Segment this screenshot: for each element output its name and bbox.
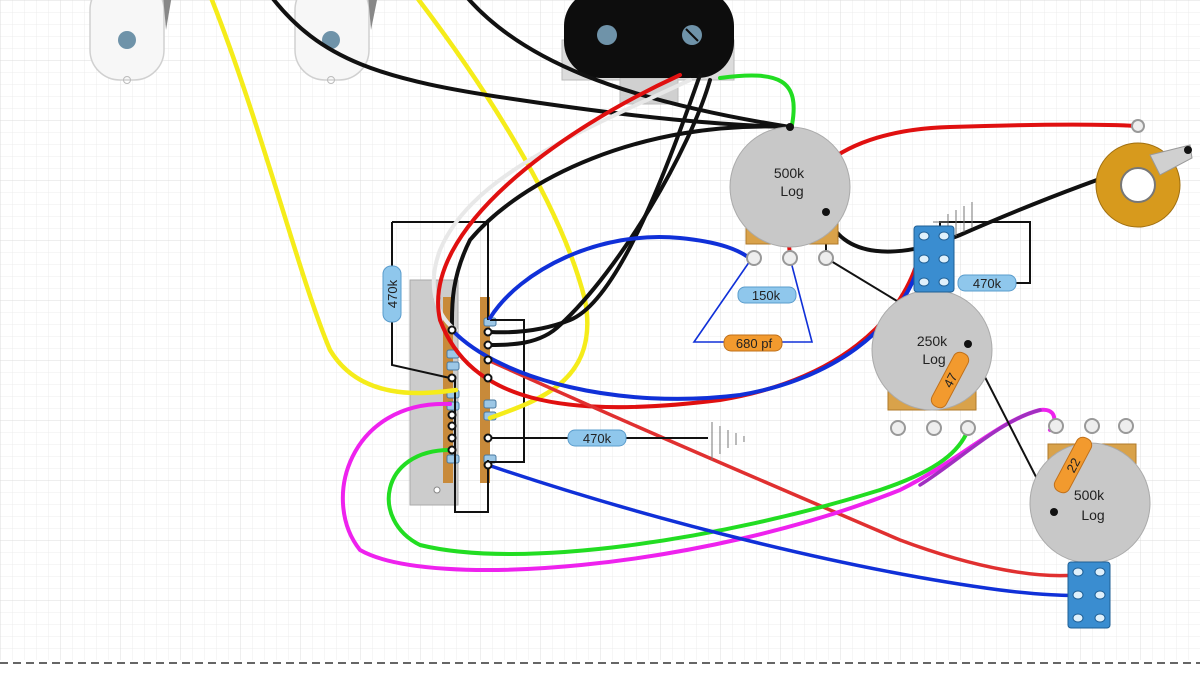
- tone-pot-2-value: 500k: [1074, 487, 1105, 503]
- wire-green-2[interactable]: [386, 428, 970, 556]
- resistor-switch-label: 470k: [385, 279, 400, 308]
- wire-black-1[interactable]: [270, 0, 792, 129]
- wire-purple[interactable]: [918, 408, 1042, 487]
- resistor-pushpull-label: 470k: [973, 276, 1002, 291]
- volume-pot-taper: Log: [780, 183, 803, 199]
- resistor-treble-label: 150k: [752, 288, 781, 303]
- wire-black-4[interactable]: [488, 73, 702, 335]
- wire-red-1[interactable]: [436, 73, 920, 410]
- push-pull-switch-1[interactable]: [913, 225, 955, 293]
- tone-pot-1[interactable]: 250k Log: [871, 289, 993, 436]
- resistor-ground-470k[interactable]: 470k: [567, 429, 627, 447]
- wire-blue-3[interactable]: [486, 463, 1082, 598]
- capacitor-tone-1-label: 47: [940, 370, 960, 390]
- capacitor-tone-2[interactable]: 22: [1052, 435, 1094, 495]
- tone-pot-1-taper: Log: [922, 351, 945, 367]
- resistor-ground-label: 470k: [583, 431, 612, 446]
- volume-pot[interactable]: 500k Log: [729, 123, 851, 266]
- resistor-pushpull-470k[interactable]: 470k: [957, 274, 1017, 292]
- capacitor-treble-label: 680 pf: [736, 336, 773, 351]
- wire-red-3[interactable]: [486, 358, 1077, 578]
- tone-pot-2-taper: Log: [1081, 507, 1104, 523]
- volume-pot-value: 500k: [774, 165, 805, 181]
- capacitor-treble-680pf[interactable]: 680 pf: [723, 334, 783, 352]
- wire-green-1[interactable]: [718, 73, 796, 127]
- resistor-treble-150k[interactable]: 150k: [737, 286, 797, 304]
- capacitor-tone-1[interactable]: 47: [929, 350, 971, 410]
- wire-blue-1[interactable]: [488, 235, 754, 320]
- ground-symbol-bottom: [711, 422, 745, 460]
- output-jack[interactable]: [1095, 119, 1193, 228]
- push-pull-switch-2[interactable]: [1067, 561, 1111, 629]
- wire-black-5[interactable]: [488, 78, 712, 347]
- tone-pot-1-value: 250k: [917, 333, 948, 349]
- wire-yellow-2[interactable]: [415, 0, 590, 421]
- capacitor-tone-2-label: 22: [1063, 455, 1083, 475]
- wire-yellow-1[interactable]: [209, 0, 459, 396]
- pickup-neck[interactable]: [89, 0, 172, 84]
- resistor-switch-470k[interactable]: 470k: [382, 262, 402, 326]
- wire-black-2[interactable]: [465, 0, 792, 129]
- switch-solder-points: [447, 325, 493, 470]
